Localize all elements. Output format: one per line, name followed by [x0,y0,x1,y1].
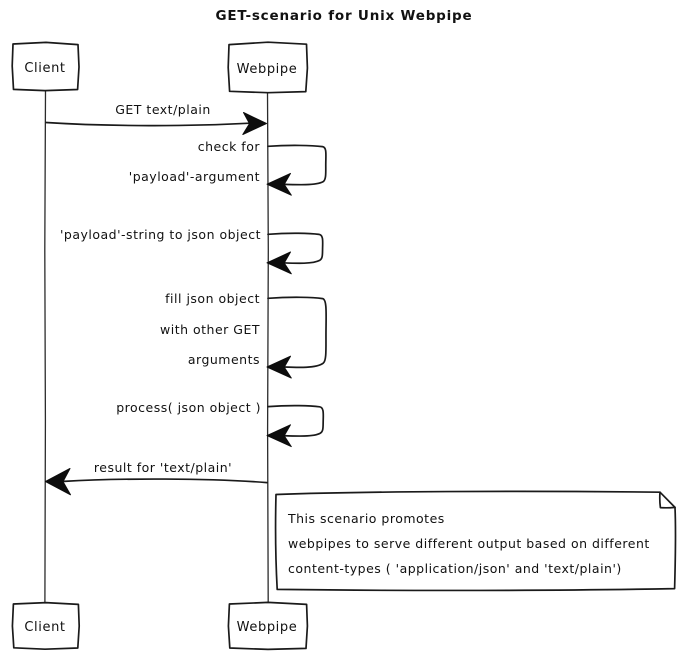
message-label-line-3: arguments [188,352,260,367]
page-title: GET-scenario for Unix Webpipe [216,8,473,24]
lifeline-client [44,89,47,604]
actor-box-webpipe-bottom[interactable]: Webpipe [227,601,309,651]
message-label: 'payload'-string to json object [60,227,261,242]
actor-label-webpipe-bottom: Webpipe [237,620,298,635]
arrowhead-left-icon [266,251,292,275]
note-line-3: content-types ( 'application/json' and '… [288,561,622,576]
note-scenario[interactable]: This scenario promotes webpipes to serve… [274,490,677,592]
message-result-text-plain[interactable]: result for 'text/plain' [45,460,268,496]
message-get-text-plain[interactable]: GET text/plain [45,102,267,135]
message-fill-json[interactable]: fill json object with other GET argument… [160,291,327,379]
message-label-line-2: 'payload'-argument [129,169,260,184]
message-payload-to-json[interactable]: 'payload'-string to json object [60,227,324,275]
note-line-1: This scenario promotes [287,511,445,526]
actor-label-client-bottom: Client [24,620,65,635]
actor-label-webpipe-top: Webpipe [237,62,298,77]
message-check-payload[interactable]: check for 'payload'-argument [129,139,327,196]
arrowhead-left-icon [266,355,292,379]
message-process-json[interactable]: process( json object ) [116,400,325,448]
note-line-2: webpipes to serve different output based… [288,536,650,551]
arrowhead-left-icon [266,172,292,196]
arrowhead-left-icon [266,424,292,448]
actor-box-webpipe-top[interactable]: Webpipe [227,41,309,94]
actor-box-client-bottom[interactable]: Client [11,601,81,651]
arrowhead-right-icon [242,112,267,135]
message-label-line-2: with other GET [160,322,260,337]
message-label: process( json object ) [116,400,261,415]
message-label: GET text/plain [115,102,211,117]
message-label-line-1: check for [198,139,261,154]
message-label-line-1: fill json object [165,291,260,306]
actor-label-client-top: Client [24,61,65,76]
arrowhead-left-icon [45,468,71,496]
lifeline-webpipe [266,91,269,604]
message-label: result for 'text/plain' [94,460,232,475]
actor-box-client-top[interactable]: Client [11,41,80,92]
